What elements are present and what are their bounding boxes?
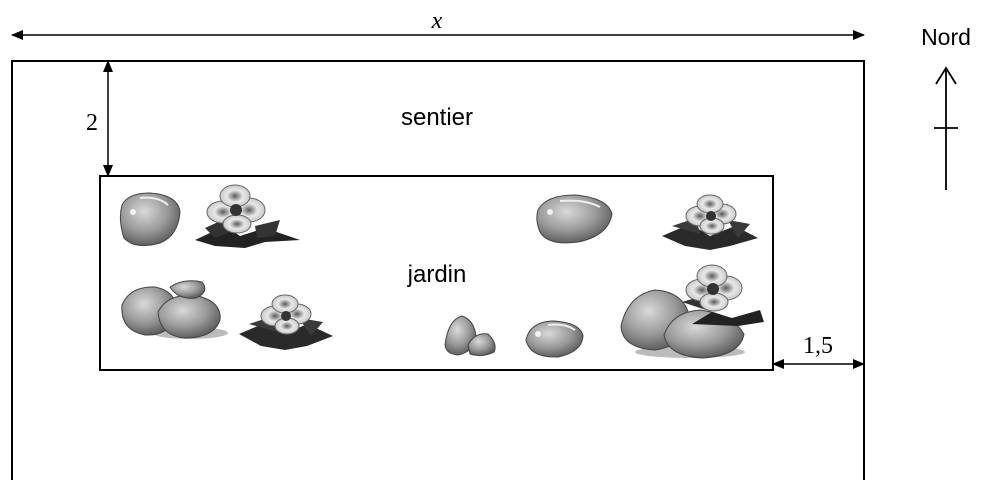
flower-icon [239,294,333,350]
path-label: sentier [401,104,473,131]
width-label: x [431,8,443,34]
flower-icon [195,184,300,248]
outer-terrain-rect [11,60,865,480]
rock-icon [536,194,613,244]
rock-icon [121,280,228,339]
right-gap-label: 1,5 [803,333,833,359]
top-gap-label: 2 [86,110,98,136]
flower-icon [662,194,758,250]
flower-icon [682,264,764,326]
garden-rect [99,175,774,371]
garden-label: jardin [407,261,467,288]
rock-icon [525,320,584,358]
rock-icon [620,289,745,359]
rock-icon [119,192,181,247]
rock-icon [444,315,496,357]
north-arrow-icon [934,66,958,190]
north-label: Nord [921,24,971,50]
